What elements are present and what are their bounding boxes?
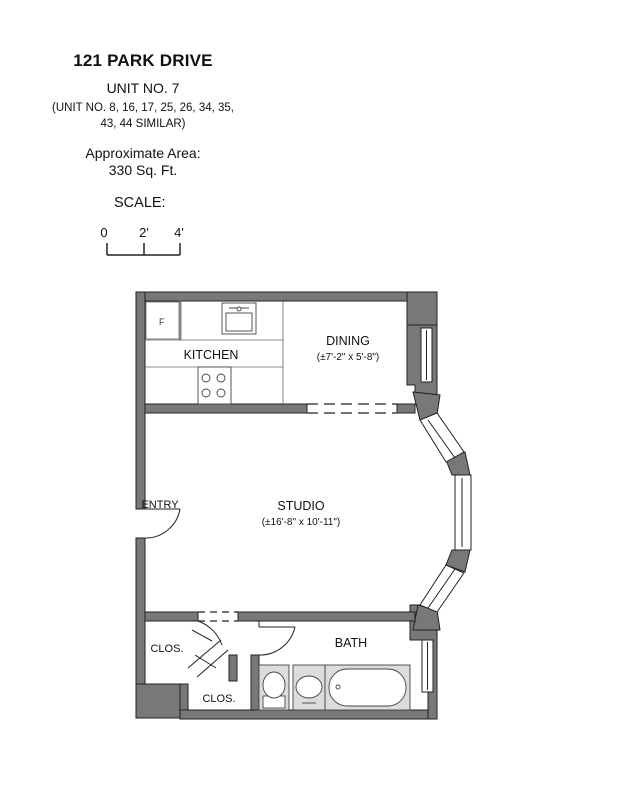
bathtub <box>328 668 407 707</box>
entry-door <box>144 508 181 539</box>
similar-units-line-2: 43, 44 SIMILAR) <box>100 118 186 130</box>
entry-label: ENTRY <box>141 499 179 511</box>
similar-units-line-1: (UNIT NO. 8, 16, 17, 25, 26, 34, 35, <box>52 102 234 114</box>
kitchen-label: KITCHEN <box>184 348 239 362</box>
kitchen-sink <box>221 302 257 335</box>
scale-label: SCALE: <box>114 195 166 211</box>
bath-sink <box>295 675 323 699</box>
opening-dashes <box>198 403 397 622</box>
scale-tick-2: 2' <box>139 225 149 240</box>
refrigerator: F <box>145 301 180 340</box>
closet-left-label: CLOS. <box>150 643 183 655</box>
toilet <box>262 671 286 699</box>
area-label: Approximate Area: <box>85 145 201 161</box>
studio-label: STUDIO <box>277 499 325 513</box>
bath-fixtures <box>258 664 411 711</box>
dining-label: DINING <box>326 334 370 348</box>
scale-tick-4: 4' <box>174 225 184 240</box>
dining-dimensions: (±7'-2" x 5'-8") <box>317 352 380 363</box>
stove <box>197 366 232 405</box>
studio-dimensions: (±16'-8" x 10'-11") <box>262 517 340 528</box>
scale-tick-0: 0 <box>100 225 107 240</box>
fridge-label: F <box>159 317 165 327</box>
unit-number: UNIT NO. 7 <box>106 80 180 96</box>
interior-walls <box>144 403 416 711</box>
closet-doors <box>187 620 229 678</box>
bath-door <box>258 621 296 656</box>
similar-units: (UNIT NO. 8, 16, 17, 25, 26, 34, 35, 43,… <box>0 100 286 132</box>
property-title: 121 PARK DRIVE <box>73 51 213 70</box>
scale-bar <box>106 243 181 256</box>
bay-window <box>419 412 472 613</box>
area-value: 330 Sq. Ft. <box>108 162 178 178</box>
windows <box>420 327 434 693</box>
closet-bottom-label: CLOS. <box>202 693 235 705</box>
bath-label: BATH <box>335 636 367 650</box>
